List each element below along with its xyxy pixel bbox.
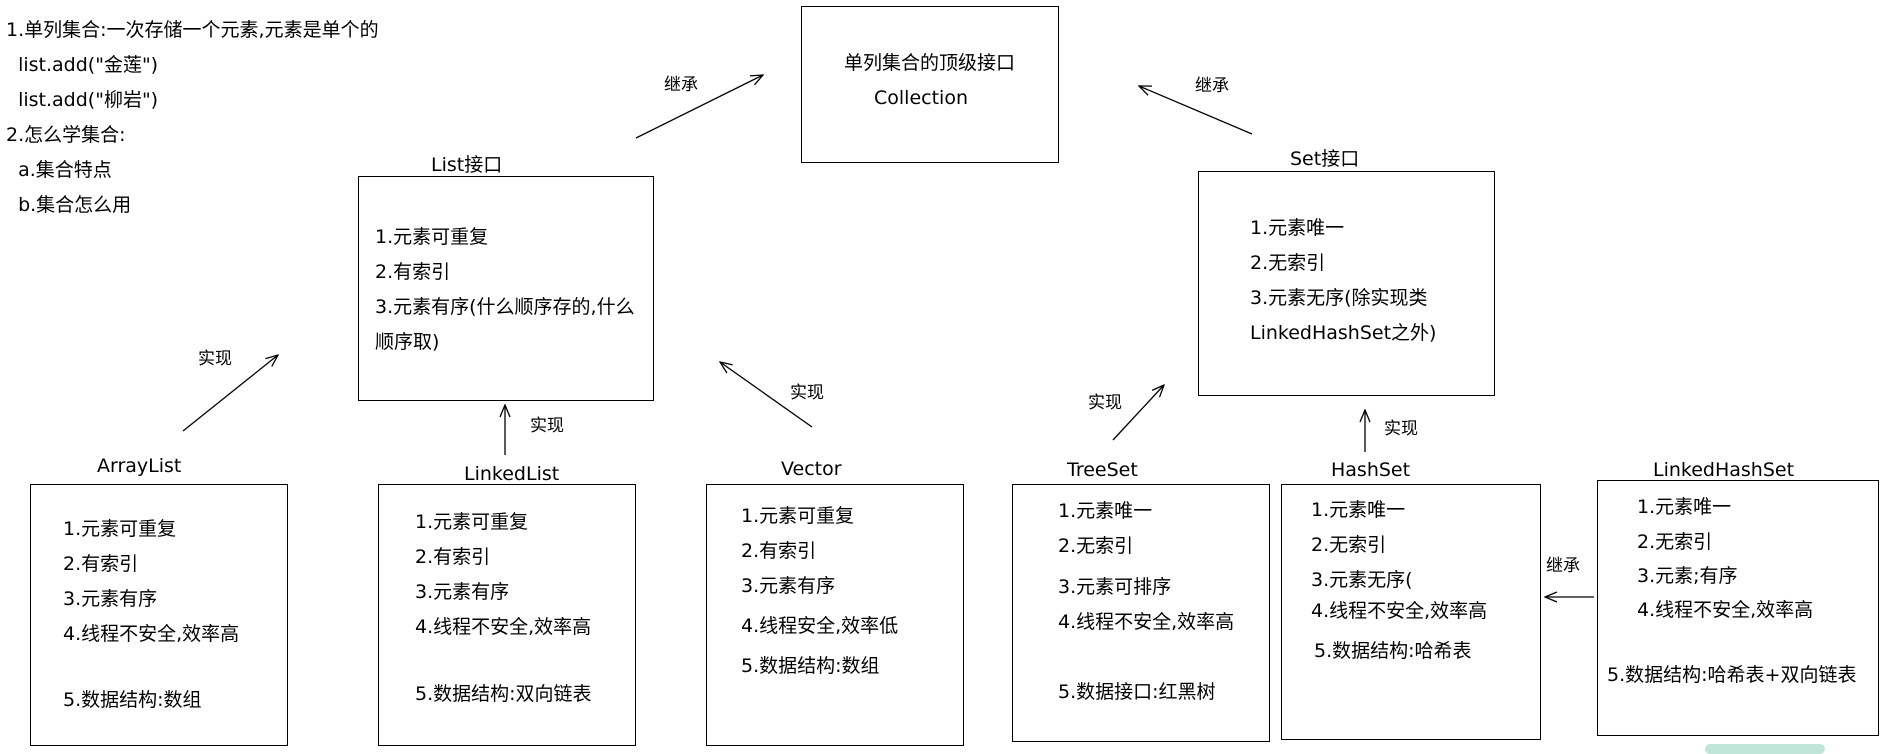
list-interface-title: List接口 [431,154,503,176]
inherit-label-right: 继承 [1195,76,1229,96]
linkedlist-line-2: 2.有索引 [415,546,491,568]
note-line-1: 1.单列集合:一次存储一个元素,元素是单个的 [6,19,379,41]
note-line-6: b.集合怎么用 [6,194,132,216]
implement-arrow-treeset [1112,385,1164,441]
vector-line-2: 2.有索引 [741,540,817,562]
set-line-2: 2.无索引 [1250,252,1326,274]
arraylist-box: 1.元素可重复 2.有索引 3.元素有序 4.线程不安全,效率高 5.数据结构:… [30,484,288,746]
arraylist-title: ArrayList [97,455,182,477]
linkedlist-line-3: 3.元素有序 [415,581,510,603]
arraylist-line-5: 5.数据结构:数组 [63,689,202,711]
linkedlist-box: 1.元素可重复 2.有索引 3.元素有序 4.线程不安全,效率高 5.数据结构:… [378,484,636,746]
linkedlist-title: LinkedList [464,463,560,485]
set-interface-box: 1.元素唯一 2.无索引 3.元素无序(除实现类 LinkedHashSet之外… [1198,171,1495,396]
vector-line-4: 4.线程安全,效率低 [741,615,899,637]
hashset-line-5: 5.数据结构:哈希表 [1314,640,1472,662]
bottom-right-mark [1705,744,1825,754]
list-line-4: 顺序取) [375,331,440,353]
implement-label-arraylist: 实现 [198,349,232,369]
inherit-arrow-set [1139,86,1253,135]
treeset-line-3: 3.元素可排序 [1058,576,1172,598]
treeset-box: 1.元素唯一 2.无索引 3.元素可排序 4.线程不安全,效率高 5.数据接口:… [1012,484,1270,742]
treeset-line-1: 1.元素唯一 [1058,500,1153,522]
vector-line-5: 5.数据结构:数组 [741,655,880,677]
implement-label-linkedlist: 实现 [530,416,564,436]
inherit-label-linkedhashset: 继承 [1546,556,1580,576]
collection-title: 单列集合的顶级接口 [844,52,1016,74]
implement-arrow-arraylist [182,355,278,432]
linkedlist-line-1: 1.元素可重复 [415,511,529,533]
set-line-4: LinkedHashSet之外) [1250,322,1437,344]
treeset-line-2: 2.无索引 [1058,535,1134,557]
note-line-2: list.add("金莲") [6,54,159,76]
implement-label-hashset: 实现 [1384,419,1418,439]
linkedhashset-line-2: 2.无索引 [1637,531,1713,553]
linkedhashset-line-4: 4.线程不安全,效率高 [1637,599,1814,621]
linkedhashset-line-3: 3.元素;有序 [1637,565,1738,587]
hashset-line-4: 4.线程不安全,效率高 [1311,600,1488,622]
hashset-title: HashSet [1331,459,1411,481]
vector-line-3: 3.元素有序 [741,575,836,597]
collection-box: 单列集合的顶级接口 Collection [801,6,1059,163]
implement-arrow-vector [720,362,813,428]
inherit-arrow-list [635,75,763,139]
arraylist-line-1: 1.元素可重复 [63,518,177,540]
treeset-line-5: 5.数据接口:红黑树 [1058,681,1216,703]
set-line-1: 1.元素唯一 [1250,217,1345,239]
treeset-line-4: 4.线程不安全,效率高 [1058,611,1235,633]
linkedlist-line-4: 4.线程不安全,效率高 [415,616,592,638]
note-line-3: list.add("柳岩") [6,89,159,111]
hashset-line-1: 1.元素唯一 [1311,499,1406,521]
vector-box: 1.元素可重复 2.有索引 3.元素有序 4.线程安全,效率低 5.数据结构:数… [706,484,964,746]
linkedhashset-line-1: 1.元素唯一 [1637,496,1732,518]
collection-name: Collection [874,87,968,109]
treeset-title: TreeSet [1067,459,1138,481]
arraylist-line-3: 3.元素有序 [63,588,158,610]
linkedhashset-line-5: 5.数据结构:哈希表+双向链表 [1607,664,1857,686]
list-line-2: 2.有索引 [375,261,451,283]
note-line-5: a.集合特点 [6,159,112,181]
implement-label-vector: 实现 [790,383,824,403]
hashset-box: 1.元素唯一 2.无索引 3.元素无序( 4.线程不安全,效率高 5.数据结构:… [1281,484,1541,740]
vector-title: Vector [781,458,842,480]
set-interface-title: Set接口 [1290,148,1360,170]
implement-label-treeset: 实现 [1088,393,1122,413]
hashset-line-3: 3.元素无序( [1311,569,1413,591]
set-line-3: 3.元素无序(除实现类 [1250,287,1428,309]
list-line-3: 3.元素有序(什么顺序存的,什么 [375,296,635,318]
hashset-line-2: 2.无索引 [1311,534,1387,556]
arraylist-line-2: 2.有索引 [63,553,139,575]
linkedlist-line-5: 5.数据结构:双向链表 [415,683,592,705]
list-interface-box: 1.元素可重复 2.有索引 3.元素有序(什么顺序存的,什么 顺序取) [358,176,654,401]
linkedhashset-title: LinkedHashSet [1653,459,1795,481]
linkedhashset-box: 1.元素唯一 2.无索引 3.元素;有序 4.线程不安全,效率高 5.数据结构:… [1597,480,1879,736]
list-line-1: 1.元素可重复 [375,226,489,248]
inherit-label-left: 继承 [664,75,698,95]
arraylist-line-4: 4.线程不安全,效率高 [63,623,240,645]
vector-line-1: 1.元素可重复 [741,505,855,527]
note-line-4: 2.怎么学集合: [6,124,126,146]
